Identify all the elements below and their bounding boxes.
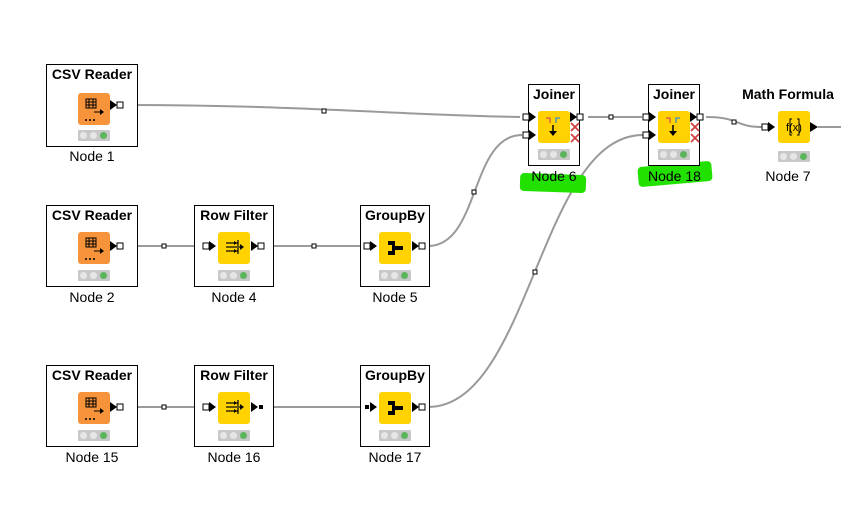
node-joiner-6[interactable]: Joiner Node 6 <box>522 84 584 184</box>
node-title: Math Formula <box>742 86 834 102</box>
inactive-output-ports-icon[interactable] <box>690 122 700 144</box>
node-title: Joiner <box>652 86 695 102</box>
node-title: Row Filter <box>200 207 268 223</box>
input-port-1[interactable] <box>642 112 658 122</box>
input-port-1[interactable] <box>522 112 538 122</box>
node-groupby-5[interactable]: GroupBy Node 5 <box>360 205 430 305</box>
node-row-filter-4[interactable]: Row Filter Node 4 <box>194 205 274 305</box>
bendpoint[interactable] <box>471 189 477 195</box>
node-label[interactable]: Node 1 <box>69 148 115 164</box>
output-port[interactable] <box>412 402 428 412</box>
csv-reader-icon <box>78 232 110 264</box>
bendpoint[interactable] <box>161 404 167 410</box>
output-port-1[interactable] <box>570 112 586 122</box>
node-groupby-17[interactable]: GroupBy Node 17 <box>360 365 430 465</box>
status-traffic-light <box>78 130 110 141</box>
node-label[interactable]: Node 18 <box>648 168 701 184</box>
node-title: Row Filter <box>200 367 268 383</box>
row-filter-icon <box>218 392 250 424</box>
node-label[interactable]: Node 17 <box>368 449 422 465</box>
node-title: GroupBy <box>365 367 425 383</box>
node-title: Joiner <box>532 86 575 102</box>
node-label[interactable]: Node 2 <box>69 289 115 305</box>
input-port[interactable] <box>363 402 379 412</box>
inactive-output-ports-icon[interactable] <box>570 122 580 144</box>
row-filter-icon <box>218 232 250 264</box>
node-label[interactable]: Node 6 <box>531 168 577 184</box>
output-port[interactable] <box>251 402 267 412</box>
output-port-1[interactable] <box>690 112 706 122</box>
output-port[interactable] <box>110 241 126 251</box>
status-traffic-light <box>218 430 250 441</box>
output-port[interactable] <box>251 241 267 251</box>
node-label[interactable]: Node 5 <box>372 289 418 305</box>
node-label[interactable]: Node 4 <box>211 289 257 305</box>
math-formula-icon: f(x) <box>778 111 810 143</box>
input-port[interactable] <box>202 241 218 251</box>
status-traffic-light <box>78 270 110 281</box>
connection-node18-node7[interactable] <box>705 116 763 128</box>
node-csv-reader-1[interactable]: CSV Reader Node 1 <box>46 64 138 164</box>
node-row-filter-16[interactable]: Row Filter Node 16 <box>194 365 274 465</box>
node-title: CSV Reader <box>51 66 133 82</box>
status-traffic-light <box>778 151 810 162</box>
joiner-icon <box>658 111 690 143</box>
node-label[interactable]: Node 15 <box>65 449 119 465</box>
bendpoint[interactable] <box>608 114 614 120</box>
status-traffic-light <box>379 430 411 441</box>
status-traffic-light <box>78 430 110 441</box>
input-port[interactable] <box>761 122 777 132</box>
bendpoint[interactable] <box>532 269 538 275</box>
node-title: CSV Reader <box>51 207 133 223</box>
output-port[interactable] <box>110 100 126 110</box>
input-port[interactable] <box>363 241 379 251</box>
output-port[interactable] <box>810 122 820 132</box>
bendpoint[interactable] <box>161 243 167 249</box>
bendpoint[interactable] <box>731 119 737 125</box>
output-port[interactable] <box>412 241 428 251</box>
node-title: CSV Reader <box>51 367 133 383</box>
status-traffic-light <box>538 149 570 160</box>
status-traffic-light <box>658 149 690 160</box>
status-traffic-light <box>218 270 250 281</box>
status-traffic-light <box>379 270 411 281</box>
input-port[interactable] <box>202 402 218 412</box>
csv-reader-icon <box>78 93 110 125</box>
output-port[interactable] <box>110 402 126 412</box>
groupby-icon <box>379 232 411 264</box>
bendpoint[interactable] <box>321 108 327 114</box>
node-title: GroupBy <box>365 207 425 223</box>
csv-reader-icon <box>78 392 110 424</box>
svg-text:f(x): f(x) <box>786 122 802 134</box>
node-csv-reader-15[interactable]: CSV Reader Node 15 <box>46 365 138 465</box>
node-math-formula-7[interactable]: Math Formula f(x) Node 7 <box>738 84 838 184</box>
connection-node1-node6[interactable] <box>124 104 521 118</box>
joiner-icon <box>538 111 570 143</box>
bendpoint[interactable] <box>311 243 317 249</box>
input-port-2[interactable] <box>522 130 538 140</box>
node-label[interactable]: Node 16 <box>207 449 261 465</box>
groupby-icon <box>379 392 411 424</box>
input-port-2[interactable] <box>642 130 658 140</box>
node-joiner-18[interactable]: Joiner Node 18 <box>642 84 704 184</box>
node-csv-reader-2[interactable]: CSV Reader Node 2 <box>46 205 138 305</box>
node-label[interactable]: Node 7 <box>765 168 811 184</box>
